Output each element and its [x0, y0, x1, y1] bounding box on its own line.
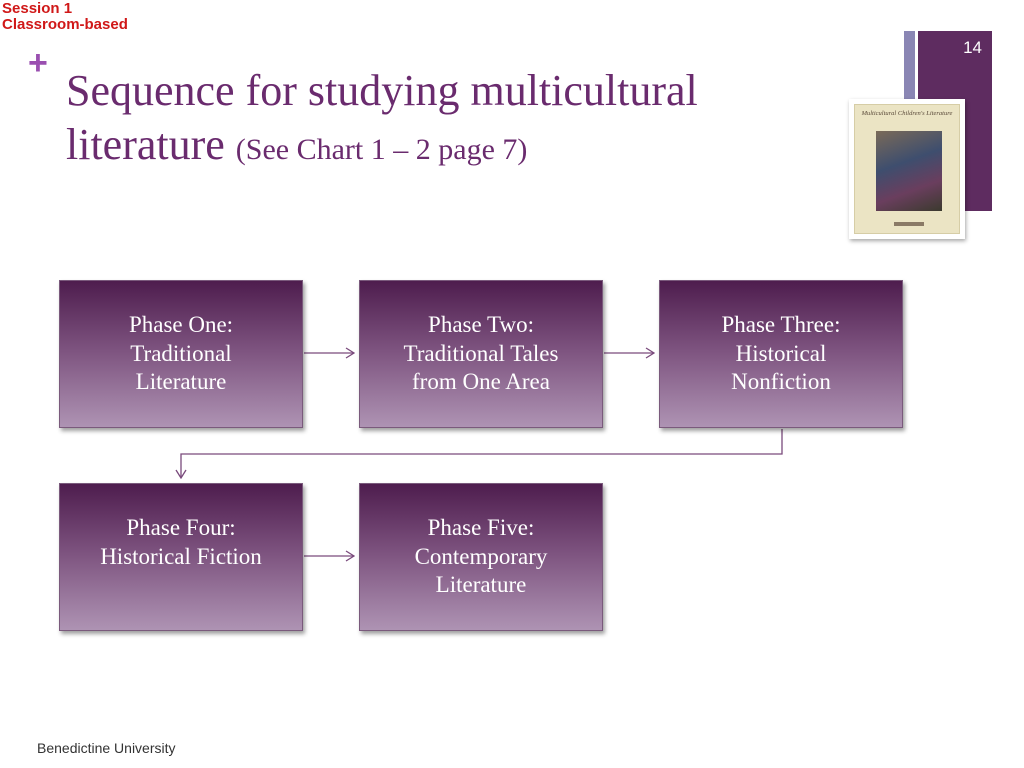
- phase-five-box: Phase Five: Contemporary Literature: [359, 483, 603, 631]
- phase-desc-line2: Literature: [435, 572, 527, 597]
- arrow-phase3-to-phase4: [181, 429, 783, 478]
- phase-desc-line2: Literature: [135, 369, 227, 394]
- phase-label: Phase Two:: [428, 312, 534, 337]
- footer-text: Benedictine University: [37, 740, 176, 756]
- phase-label: Phase Five:: [427, 515, 535, 540]
- phase-desc-line1: Contemporary: [414, 543, 548, 569]
- book-cover-photo: [876, 131, 942, 211]
- title-note: (See Chart 1 – 2 page 7): [235, 133, 528, 166]
- page-number: 14: [963, 38, 982, 57]
- phase-label: Phase Three:: [721, 312, 841, 337]
- session-type: Classroom-based: [2, 16, 128, 33]
- phase-three-box: Phase Three: Historical Nonfiction: [659, 280, 903, 428]
- phase-one-box: Phase One: Traditional Literature: [59, 280, 303, 428]
- phase-label: Phase One:: [128, 312, 234, 337]
- phase-desc-line1: Historical: [735, 340, 827, 366]
- session-label: Session 1 Classroom-based: [2, 1, 128, 33]
- title-main: Sequence for studying multicultural lite…: [66, 66, 698, 169]
- book-cover-icon: Multicultural Children's Literature: [849, 99, 965, 239]
- phase-desc-line1: Historical Fiction: [100, 543, 262, 569]
- phase-four-box: Phase Four: Historical Fiction: [59, 483, 303, 631]
- phase-label: Phase Four:: [126, 515, 236, 540]
- plus-icon: +: [28, 44, 48, 82]
- book-cover-author-mark: [894, 222, 924, 226]
- phase-desc-line1: Traditional Tales: [403, 340, 559, 366]
- phase-desc-line2: Nonfiction: [731, 369, 831, 394]
- book-cover-title: Multicultural Children's Literature: [861, 110, 953, 117]
- slide-title: Sequence for studying multicultural lite…: [66, 64, 846, 177]
- book-cover-panel: Multicultural Children's Literature: [854, 104, 960, 234]
- phase-desc-line1: Traditional: [130, 340, 232, 366]
- session-number: Session 1: [2, 0, 73, 17]
- phase-two-box: Phase Two: Traditional Tales from One Ar…: [359, 280, 603, 428]
- phase-desc-line2: from One Area: [412, 369, 550, 394]
